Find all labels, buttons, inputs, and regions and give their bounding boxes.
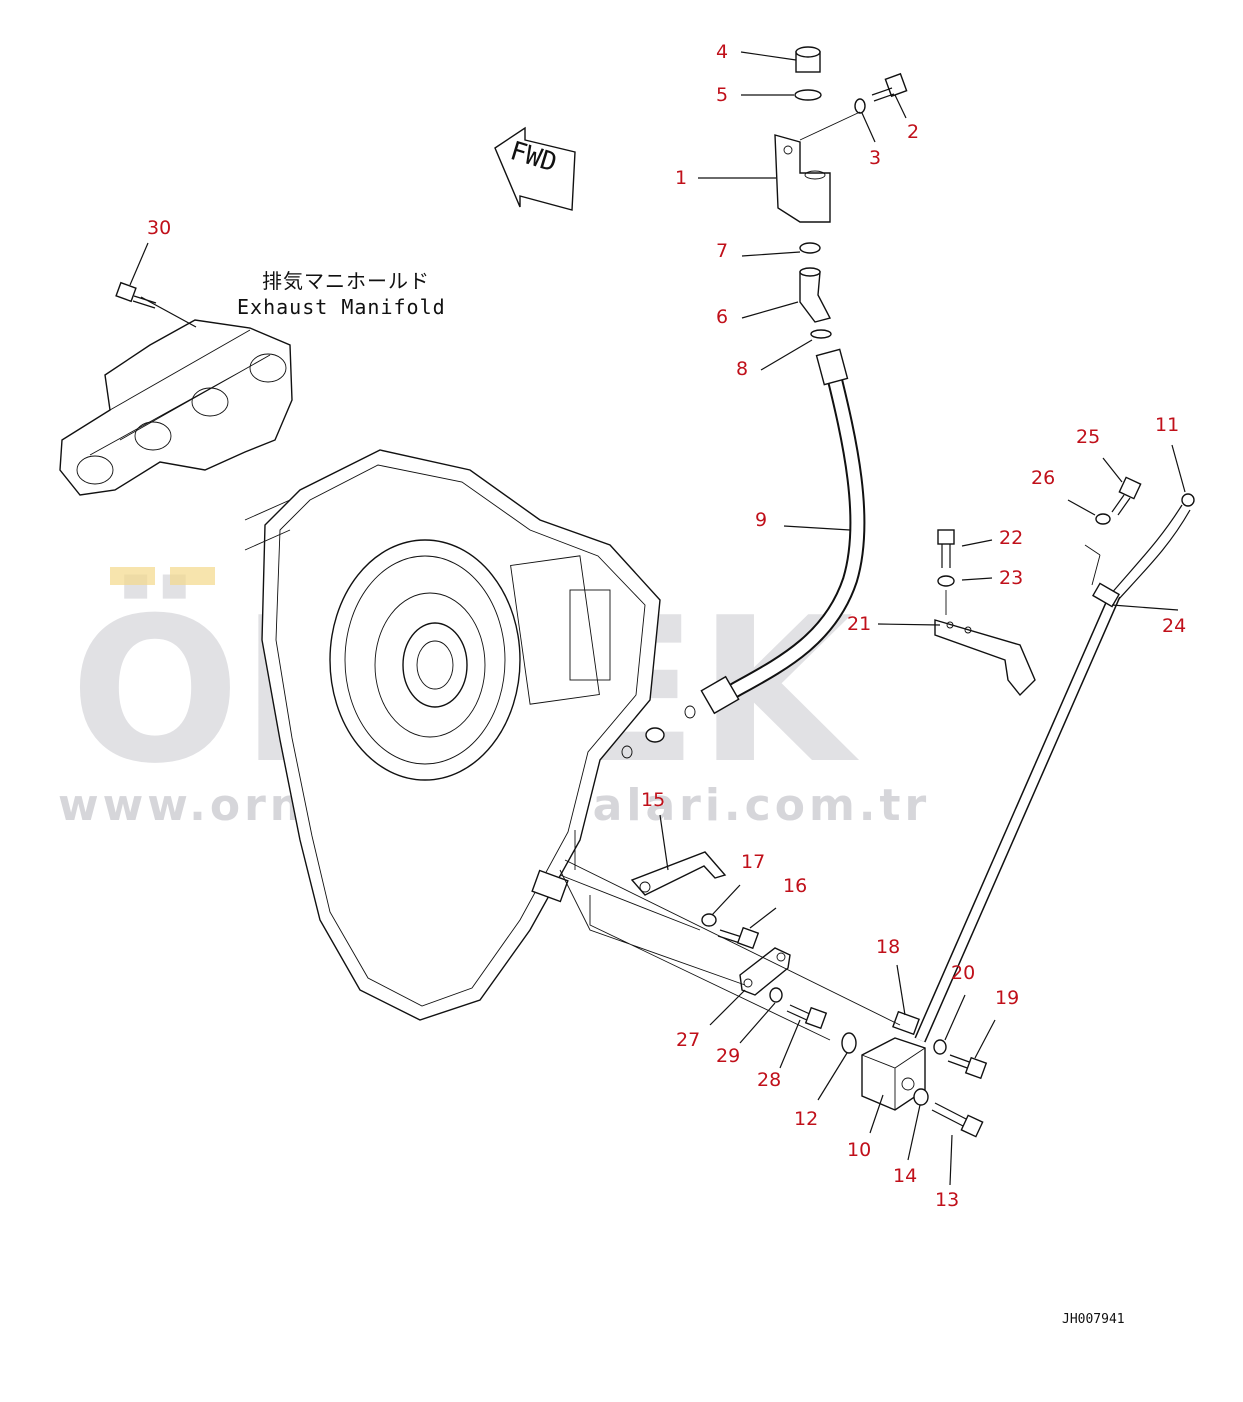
callout-16: 16: [783, 875, 807, 897]
callout-27: 27: [676, 1029, 700, 1051]
callout-15: 15: [641, 789, 665, 811]
callout-17: 17: [741, 851, 765, 873]
bolt-30: [115, 281, 157, 309]
handle-11: [1181, 493, 1195, 507]
callout-30: 30: [147, 217, 171, 239]
callout-19: 19: [995, 987, 1019, 1009]
breather-assembly: [774, 46, 908, 339]
washer-20: [933, 1039, 947, 1055]
o-ring-12: [841, 1032, 857, 1054]
callout-labels: 1 2 3 4 5 6 7 8 9 10 11 12 13 14 15 16 1…: [147, 41, 1186, 1211]
washer-26: [1095, 513, 1111, 525]
callout-8: 8: [736, 358, 748, 380]
leader-lines: [129, 51, 1186, 1186]
hose-9: [700, 348, 866, 715]
lower-brackets: [559, 830, 901, 1041]
callout-1: 1: [675, 167, 687, 189]
o-ring-5: [794, 89, 822, 101]
callout-5: 5: [716, 84, 728, 106]
callout-25: 25: [1076, 426, 1100, 448]
callout-22: 22: [999, 527, 1023, 549]
bracket-1: [774, 134, 831, 223]
callout-4: 4: [716, 41, 728, 63]
clip-18: [892, 1010, 920, 1036]
bolt-16: [717, 926, 760, 950]
fwd-arrow: FWD: [494, 126, 576, 211]
tube-assembly: [841, 476, 1195, 1138]
callout-28: 28: [757, 1069, 781, 1091]
callout-24: 24: [1162, 615, 1186, 637]
callout-10: 10: [847, 1139, 871, 1161]
bolt-22: [937, 529, 955, 568]
bolt-13: [931, 1102, 984, 1138]
watermark-umlaut-right: [170, 567, 215, 585]
bracket-15: [630, 851, 727, 896]
callout-6: 6: [716, 306, 728, 328]
callout-12: 12: [794, 1108, 818, 1130]
o-ring-7: [799, 242, 821, 254]
bolt-19: [947, 1054, 988, 1080]
callout-2: 2: [907, 121, 919, 143]
washer-17: [701, 913, 717, 927]
bracket-21: [934, 619, 1036, 697]
callout-14: 14: [893, 1165, 917, 1187]
callout-9: 9: [755, 509, 767, 531]
clamp-24: [1092, 582, 1120, 608]
elbow-6: [799, 271, 832, 323]
callout-7: 7: [716, 240, 728, 262]
plate-27: [739, 947, 791, 996]
callout-21: 21: [847, 613, 871, 635]
bolt-2: [871, 72, 908, 102]
callout-13: 13: [935, 1189, 959, 1211]
bolt-28: [786, 1004, 828, 1030]
manifold-label-jp: 排気マニホールド: [262, 269, 430, 293]
washer-29: [769, 987, 783, 1003]
transmission-housing: [244, 449, 701, 1021]
washer-3: [854, 98, 866, 114]
callout-18: 18: [876, 936, 900, 958]
watermark-umlaut-left: [110, 567, 155, 585]
callout-29: 29: [716, 1045, 740, 1067]
bolt-25: [1111, 476, 1142, 516]
o-ring-8: [810, 329, 832, 339]
callout-11: 11: [1155, 414, 1179, 436]
callout-20: 20: [951, 962, 975, 984]
drawing-code: JH007941: [1062, 1312, 1125, 1327]
exhaust-manifold: [59, 281, 293, 496]
callout-3: 3: [869, 147, 881, 169]
callout-26: 26: [1031, 467, 1055, 489]
manifold-label-en: Exhaust Manifold: [237, 295, 446, 319]
washer-23: [937, 575, 955, 587]
washer-14: [913, 1088, 929, 1106]
callout-23: 23: [999, 567, 1023, 589]
